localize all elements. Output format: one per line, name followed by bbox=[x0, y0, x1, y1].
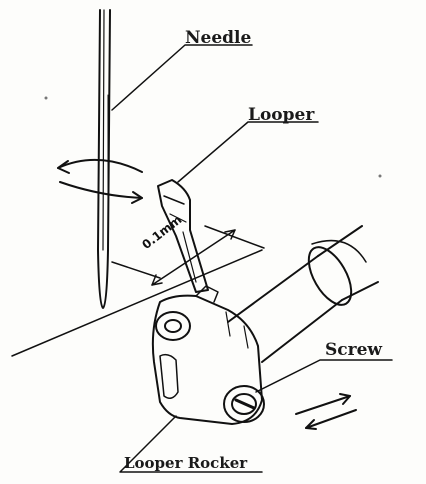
needle-leader-line bbox=[111, 44, 253, 111]
looper-rocker bbox=[151, 285, 263, 425]
screw-label: Screw bbox=[325, 340, 383, 360]
looper bbox=[157, 179, 209, 293]
reference-line bbox=[11, 249, 263, 357]
needle bbox=[97, 9, 111, 309]
dimension-line bbox=[111, 225, 265, 286]
looper-rocker-label: Looper Rocker bbox=[124, 454, 248, 472]
axial-arrows bbox=[295, 393, 357, 430]
speck bbox=[44, 96, 48, 100]
shaft bbox=[227, 225, 379, 363]
rotation-arrows bbox=[57, 159, 143, 204]
screw-leader-line bbox=[255, 359, 393, 393]
looper-label: Looper bbox=[248, 105, 315, 125]
speck bbox=[378, 174, 382, 178]
screw bbox=[223, 385, 265, 423]
needle-label: Needle bbox=[185, 28, 252, 48]
looper-leader-line bbox=[177, 121, 319, 183]
looper-rocker-leader-line bbox=[119, 415, 263, 473]
